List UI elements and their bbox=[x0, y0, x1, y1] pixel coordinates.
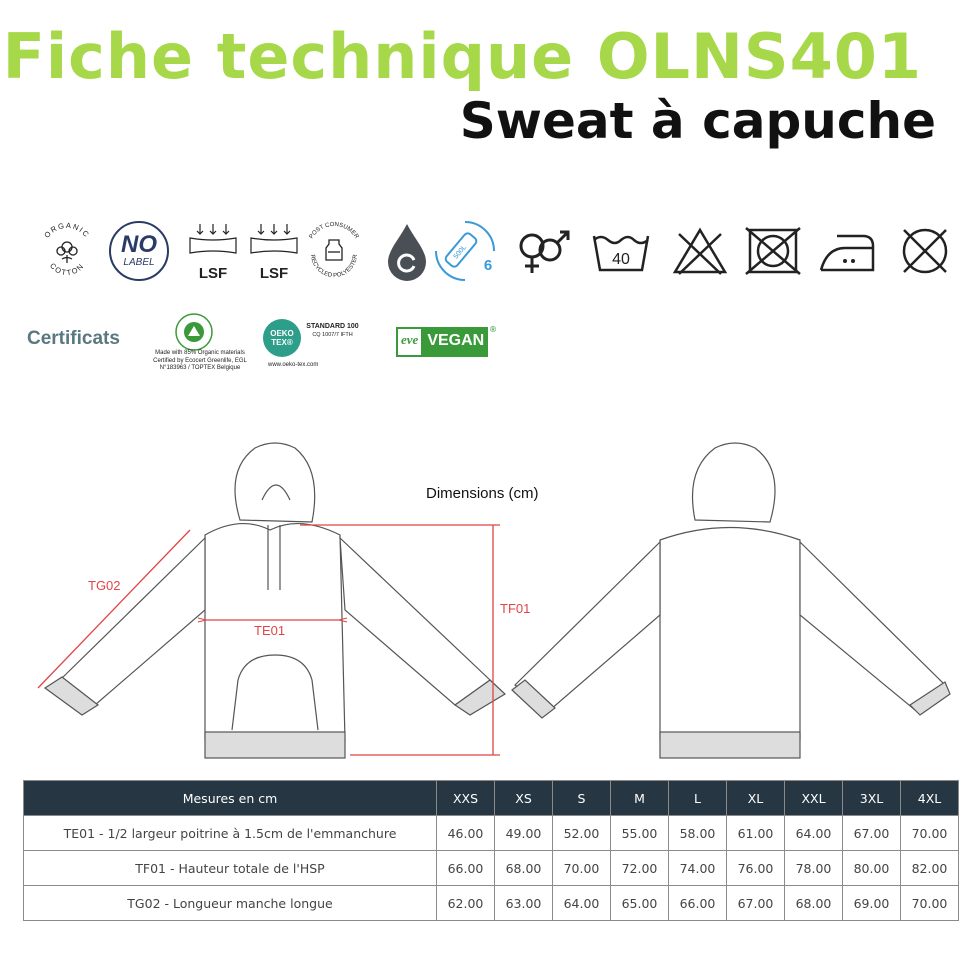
vegan-text: VEGAN bbox=[423, 327, 489, 357]
wash-40-icon: 40 bbox=[588, 218, 654, 284]
table-cell: 76.00 bbox=[726, 850, 785, 886]
table-row: TF01 - Hauteur totale de l'HSP 66.00 68.… bbox=[23, 850, 959, 886]
table-header: 4XL bbox=[900, 780, 959, 816]
svg-text:RECYCLED POLYESTER: RECYCLED POLYESTER bbox=[309, 254, 359, 279]
table-cell: 67.00 bbox=[726, 885, 785, 921]
table-cell: 69.00 bbox=[842, 885, 901, 921]
no-dry-clean-icon bbox=[892, 218, 958, 284]
gots-text: Made with 85% Organic materials Certifie… bbox=[153, 350, 247, 371]
table-cell: 58.00 bbox=[668, 815, 727, 851]
table-cell: 68.00 bbox=[784, 885, 843, 921]
table-cell: 70.00 bbox=[552, 850, 611, 886]
table-cell: 70.00 bbox=[900, 815, 959, 851]
no-bleach-icon bbox=[667, 218, 733, 284]
tf01-label: TF01 bbox=[500, 601, 530, 616]
svg-text:LABEL: LABEL bbox=[123, 257, 154, 268]
tg02-label: TG02 bbox=[88, 578, 121, 593]
measurement-lines bbox=[37, 524, 500, 756]
table-cell: 74.00 bbox=[668, 850, 727, 886]
table-header: S bbox=[552, 780, 611, 816]
garment-diagram: TG02 TE01 TF01 bbox=[37, 442, 951, 759]
no-label-icon: NO LABEL bbox=[106, 218, 172, 284]
page-title: Fiche technique OLNS401 bbox=[2, 20, 922, 93]
table-cell: TF01 - Hauteur totale de l'HSP bbox=[23, 850, 437, 886]
table-header: XL bbox=[726, 780, 785, 816]
table-cell: 78.00 bbox=[784, 850, 843, 886]
table-row: TE01 - 1/2 largeur poitrine à 1.5cm de l… bbox=[23, 815, 959, 851]
svg-text:6: 6 bbox=[484, 257, 492, 274]
organic-cotton-icon: ORGANIC COTTON bbox=[34, 218, 100, 284]
table-cell: 46.00 bbox=[436, 815, 495, 851]
table-cell: 68.00 bbox=[494, 850, 553, 886]
oeko-tex-logo: OEKO TEX® bbox=[262, 318, 302, 358]
lsf-icon-1: LSF bbox=[180, 218, 246, 284]
dimensions-label: Dimensions (cm) bbox=[426, 485, 539, 502]
table-header: XXS bbox=[436, 780, 495, 816]
svg-text:40: 40 bbox=[612, 251, 630, 268]
table-header: L bbox=[668, 780, 727, 816]
oeko-standard: STANDARD 100 bbox=[306, 323, 359, 330]
table-cell: TG02 - Longueur manche longue bbox=[23, 885, 437, 921]
recycled-polyester-icon: POST CONSUMER RECYCLED POLYESTER bbox=[301, 218, 367, 284]
svg-text:TEX®: TEX® bbox=[271, 338, 293, 347]
table-cell: TE01 - 1/2 largeur poitrine à 1.5cm de l… bbox=[23, 815, 437, 851]
table-cell: 70.00 bbox=[900, 885, 959, 921]
water-drop-icon bbox=[374, 218, 440, 284]
table-cell: 64.00 bbox=[552, 885, 611, 921]
table-cell: 61.00 bbox=[726, 815, 785, 851]
table-cell: 67.00 bbox=[842, 815, 901, 851]
oeko-tex-text: STANDARD 100 CQ 1007/7 IFTH bbox=[305, 322, 360, 340]
page-subtitle: Sweat à capuche bbox=[459, 92, 936, 150]
svg-text:LSF: LSF bbox=[199, 265, 227, 282]
table-cell: 80.00 bbox=[842, 850, 901, 886]
table-cell: 66.00 bbox=[668, 885, 727, 921]
svg-text:LSF: LSF bbox=[260, 265, 288, 282]
no-tumble-dry-icon bbox=[740, 218, 806, 284]
oeko-url: www.oeko-tex.com bbox=[268, 362, 319, 368]
table-cell: 82.00 bbox=[900, 850, 959, 886]
care-icons-row: ORGANIC COTTON NO LABEL LSF LSF bbox=[34, 218, 954, 288]
table-header: Mesures en cm bbox=[23, 780, 437, 816]
svg-text:OEKO: OEKO bbox=[270, 329, 294, 338]
size-table: Mesures en cm XXS XS S M L XL XXL 3XL 4X… bbox=[23, 780, 959, 921]
table-cell: 52.00 bbox=[552, 815, 611, 851]
svg-text:COTTON: COTTON bbox=[48, 261, 86, 277]
iron-low-icon bbox=[815, 218, 881, 284]
table-header: XS bbox=[494, 780, 553, 816]
table-cell: 55.00 bbox=[610, 815, 669, 851]
oeko-code: CQ 1007/7 IFTH bbox=[312, 332, 353, 338]
gots-logo bbox=[174, 312, 214, 352]
svg-text:POST CONSUMER: POST CONSUMER bbox=[309, 222, 360, 241]
table-cell: 64.00 bbox=[784, 815, 843, 851]
table-header: XXL bbox=[784, 780, 843, 816]
table-cell: 66.00 bbox=[436, 850, 495, 886]
certificates-label: Certificats bbox=[27, 328, 120, 349]
table-cell: 62.00 bbox=[436, 885, 495, 921]
table-cell: 65.00 bbox=[610, 885, 669, 921]
vegan-eve: eve bbox=[396, 327, 424, 357]
table-row: TG02 - Longueur manche longue 62.00 63.0… bbox=[23, 885, 959, 921]
table-cell: 49.00 bbox=[494, 815, 553, 851]
table-header: M bbox=[610, 780, 669, 816]
front-hoodie bbox=[43, 442, 506, 759]
lsf-icon-2: LSF bbox=[241, 218, 307, 284]
recycled-bottles-icon: 500L 6 bbox=[432, 218, 498, 284]
vegan-registered: ® bbox=[489, 325, 497, 334]
table-header-row: Mesures en cm XXS XS S M L XL XXL 3XL 4X… bbox=[23, 780, 959, 816]
te01-label: TE01 bbox=[254, 623, 285, 638]
unisex-icon bbox=[510, 218, 576, 284]
back-hoodie bbox=[511, 442, 951, 759]
table-cell: 72.00 bbox=[610, 850, 669, 886]
svg-text:NO: NO bbox=[121, 231, 157, 258]
vegan-logo: eve VEGAN bbox=[396, 327, 489, 357]
table-header: 3XL bbox=[842, 780, 901, 816]
svg-text:ORGANIC: ORGANIC bbox=[42, 221, 91, 240]
table-cell: 63.00 bbox=[494, 885, 553, 921]
